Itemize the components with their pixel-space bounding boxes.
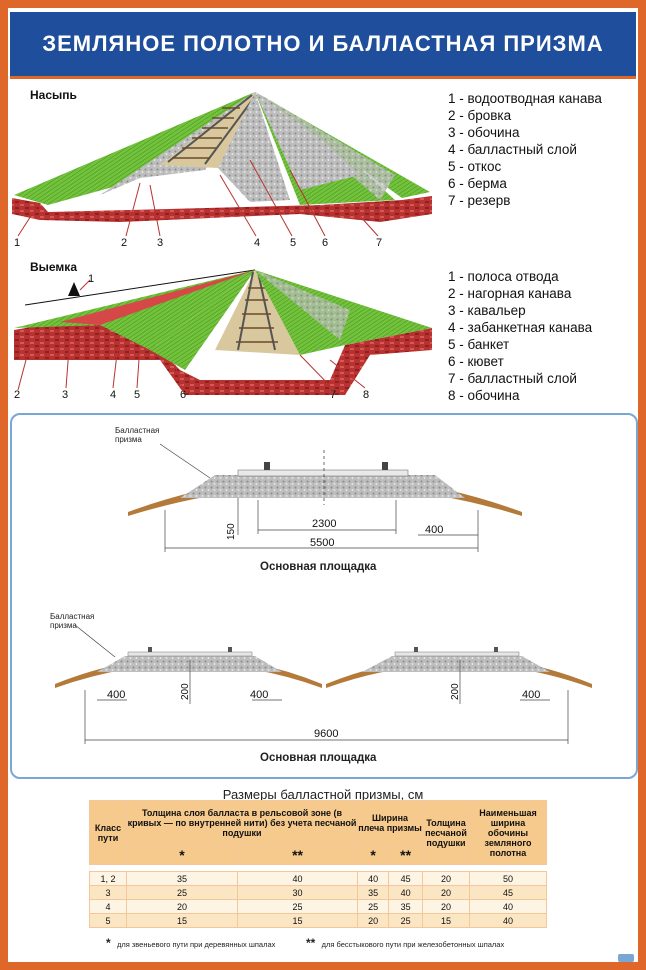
table-title: Размеры балластной призмы, см (222, 787, 424, 802)
embankment-soil (12, 196, 432, 222)
cut-num-2: 2 (14, 389, 20, 401)
cut-num-8: 8 (363, 389, 369, 401)
emb-legend-item: 5 - откос (448, 159, 502, 174)
th-star1: * (357, 845, 390, 865)
emb-num-2: 2 (121, 237, 127, 249)
emb-legend-item: 4 - балластный слой (448, 142, 577, 157)
th-star2: ** (388, 845, 423, 865)
cut-legend-item: 7 - балластный слой (448, 371, 577, 386)
th-star2: ** (237, 845, 359, 865)
emb-num-4: 4 (254, 237, 260, 249)
th-sand: Толщина песчаной подушки (422, 800, 470, 865)
boundary-marker-icon (68, 282, 80, 296)
cut-legend-item: 3 - кавальер (448, 303, 526, 318)
cutting-spoil-bank (60, 270, 255, 325)
table-row: 4 20 25 25 35 20 40 (89, 899, 547, 914)
th-star1: * (125, 845, 239, 865)
emb-legend-item: 1 - водоотводная канава (448, 91, 602, 106)
double-ballast-label: Балластная (50, 612, 94, 621)
double-ballast-label: призма (50, 621, 77, 630)
cut-num-4: 4 (110, 389, 116, 401)
emb-num-7: 7 (376, 237, 382, 249)
single-caption: Основная площадка (260, 561, 377, 573)
double-ballast-left (97, 656, 282, 672)
cut-legend-item: 4 - забанкетная канава (448, 320, 593, 335)
dim-2300: 2300 (312, 518, 336, 530)
dim-5500: 5500 (310, 537, 334, 549)
embankment-label: Насыпь (30, 88, 77, 102)
emb-num-5: 5 (290, 237, 296, 249)
dim-400: 400 (425, 524, 443, 536)
dim-400-b: 400 (250, 689, 268, 701)
th-class: Класс пути (89, 800, 127, 865)
cut-legend-item: 1 - полоса отвода (448, 269, 559, 284)
emb-num-3: 3 (157, 237, 163, 249)
embankment-legend: 1 - водоотводная канава 2 - бровка 3 - о… (448, 90, 602, 209)
footnote-2: ** для бесстыкового пути при железобетон… (306, 936, 505, 950)
embankment-right-ballast (218, 92, 290, 202)
cut-legend-item: 2 - нагорная канава (448, 286, 572, 301)
embankment-berm (255, 92, 360, 190)
single-ballast-prism (180, 475, 465, 498)
ballast-table: Класс пути Толщина слоя балласта в рельс… (89, 800, 547, 928)
page-title: ЗЕМЛЯНОЕ ПОЛОТНО И БАЛЛАСТНАЯ ПРИЗМА (42, 31, 604, 56)
embankment-rail-right (204, 94, 257, 165)
single-ballast-label: призма (115, 435, 142, 444)
single-rail-right (382, 462, 388, 470)
cut-num-3: 3 (62, 389, 68, 401)
cut-legend-item: 6 - кювет (448, 354, 504, 369)
dim-200-b: 200 (450, 683, 461, 700)
cutting-label: Выемка (30, 260, 77, 274)
dim-9600: 9600 (314, 728, 338, 740)
dim-150: 150 (226, 523, 237, 540)
single-sleeper (237, 469, 409, 477)
cut-legend-item: 5 - банкет (448, 337, 510, 352)
emb-num-1: 1 (14, 237, 20, 249)
emb-legend-item: 7 - резерв (448, 193, 511, 208)
cut-num-6: 6 (180, 389, 186, 401)
emb-legend-item: 6 - берма (448, 176, 507, 191)
table-row: 5 15 15 20 25 15 40 (89, 913, 547, 928)
cutting-soil (14, 322, 432, 395)
table-row: 3 25 30 35 40 20 45 (89, 885, 547, 900)
single-rail-left (264, 462, 270, 470)
cutting-legend: 1 - полоса отвода 2 - нагорная канава 3 … (448, 268, 592, 404)
double-ballast-right (362, 656, 550, 672)
title-bar: ЗЕМЛЯНОЕ ПОЛОТНО И БАЛЛАСТНАЯ ПРИЗМА (10, 12, 636, 79)
emb-num-6: 6 (322, 237, 328, 249)
dim-400-c: 400 (522, 689, 540, 701)
emb-legend-item: 3 - обочина (448, 125, 520, 140)
embankment-left-slope (14, 92, 255, 205)
th-thickness: Толщина слоя балласта в рельсовой зоне (… (125, 800, 359, 846)
th-shoulder: Ширина плеча призмы (357, 800, 423, 846)
footnote-1: * для звеньевого пути при деревянных шпа… (106, 936, 276, 950)
emb-legend-item: 2 - бровка (448, 108, 512, 123)
cut-num-1: 1 (88, 273, 94, 285)
cut-legend-item: 8 - обочина (448, 388, 520, 403)
cutting-ballast-bed (215, 270, 300, 355)
cut-num-7: 7 (330, 389, 336, 401)
dim-400-a: 400 (107, 689, 125, 701)
th-min-width: Наименьшая ширина обочины земляного поло… (469, 800, 547, 865)
single-ballast-label: Балластная (115, 426, 159, 435)
publisher-logo-icon (618, 954, 634, 962)
table-row: 1, 2 35 40 40 45 20 50 (89, 871, 547, 886)
dim-200-a: 200 (180, 683, 191, 700)
cut-num-5: 5 (134, 389, 140, 401)
double-caption: Основная площадка (260, 752, 377, 764)
